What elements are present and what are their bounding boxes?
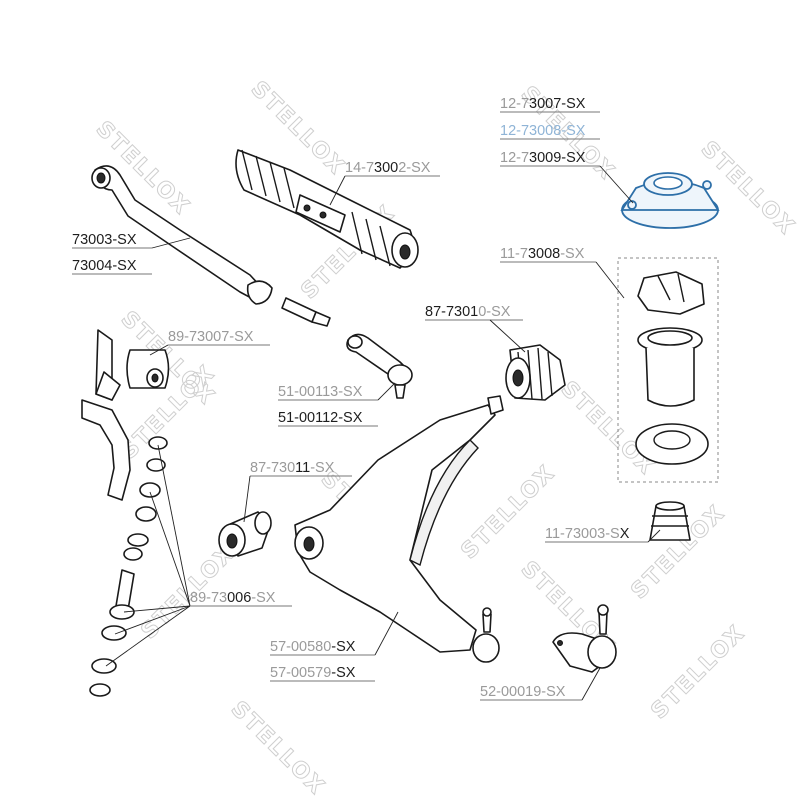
label-14-73002[interactable]: 14-73002-SX	[345, 160, 431, 176]
leader-lines	[72, 111, 661, 701]
watermark-text: STELLOX	[696, 137, 800, 241]
watermark-text: STELLOX	[556, 377, 660, 481]
watermark-text: STELLOX	[226, 697, 330, 800]
label-51-00112[interactable]: 51-00112-SX	[278, 410, 363, 426]
label-51-00113[interactable]: 51-00113-SX	[278, 384, 363, 400]
lower-control-arm[interactable]	[294, 395, 504, 663]
label-73003[interactable]: 73003-SX	[72, 232, 137, 248]
watermark-text: STELLOX	[647, 620, 751, 724]
tie-rod[interactable]	[91, 165, 331, 327]
spring-kit-group-box	[617, 257, 719, 483]
steering-rack-boot[interactable]	[235, 149, 419, 269]
control-arm-bushing-front[interactable]	[218, 511, 272, 557]
ball-joint[interactable]	[552, 604, 617, 673]
label-12-73009[interactable]: 12-73009-SX	[500, 150, 586, 166]
label-12-73007[interactable]: 12-73007-SX	[500, 96, 586, 112]
part-labels: 12-73007-SX 12-73008-SX 12-73009-SX 14-7…	[72, 96, 630, 700]
label-89-73007[interactable]: 89-73007-SX	[168, 329, 254, 345]
label-57-00580[interactable]: 57-00580-SX	[270, 639, 356, 655]
label-11-73003[interactable]: 11-73003-SX	[545, 526, 630, 542]
label-11-73008[interactable]: 11-73008-SX	[500, 246, 585, 262]
stabilizer-bar[interactable]	[81, 399, 131, 501]
strut-mount[interactable]	[620, 172, 720, 229]
watermark-text: STELLOX	[457, 460, 561, 564]
stabilizer-link-kit[interactable]	[89, 436, 168, 697]
label-73004[interactable]: 73004-SX	[72, 258, 137, 274]
control-arm-bushing-rear[interactable]	[505, 344, 566, 401]
label-12-73008[interactable]: 12-73008-SX	[500, 123, 586, 139]
label-52-00019[interactable]: 52-00019-SX	[480, 684, 566, 700]
bump-stop[interactable]	[649, 501, 691, 541]
label-57-00579[interactable]: 57-00579-SX	[270, 665, 356, 681]
spring-kit[interactable]	[635, 271, 709, 465]
label-87-73011[interactable]: 87-73011-SX	[250, 460, 335, 476]
stabilizer-bush[interactable]	[95, 329, 170, 401]
tie-rod-end[interactable]	[346, 333, 413, 399]
label-87-73010[interactable]: 87-73010-SX	[425, 304, 511, 320]
label-89-73006[interactable]: 89-73006-SX	[190, 590, 276, 606]
